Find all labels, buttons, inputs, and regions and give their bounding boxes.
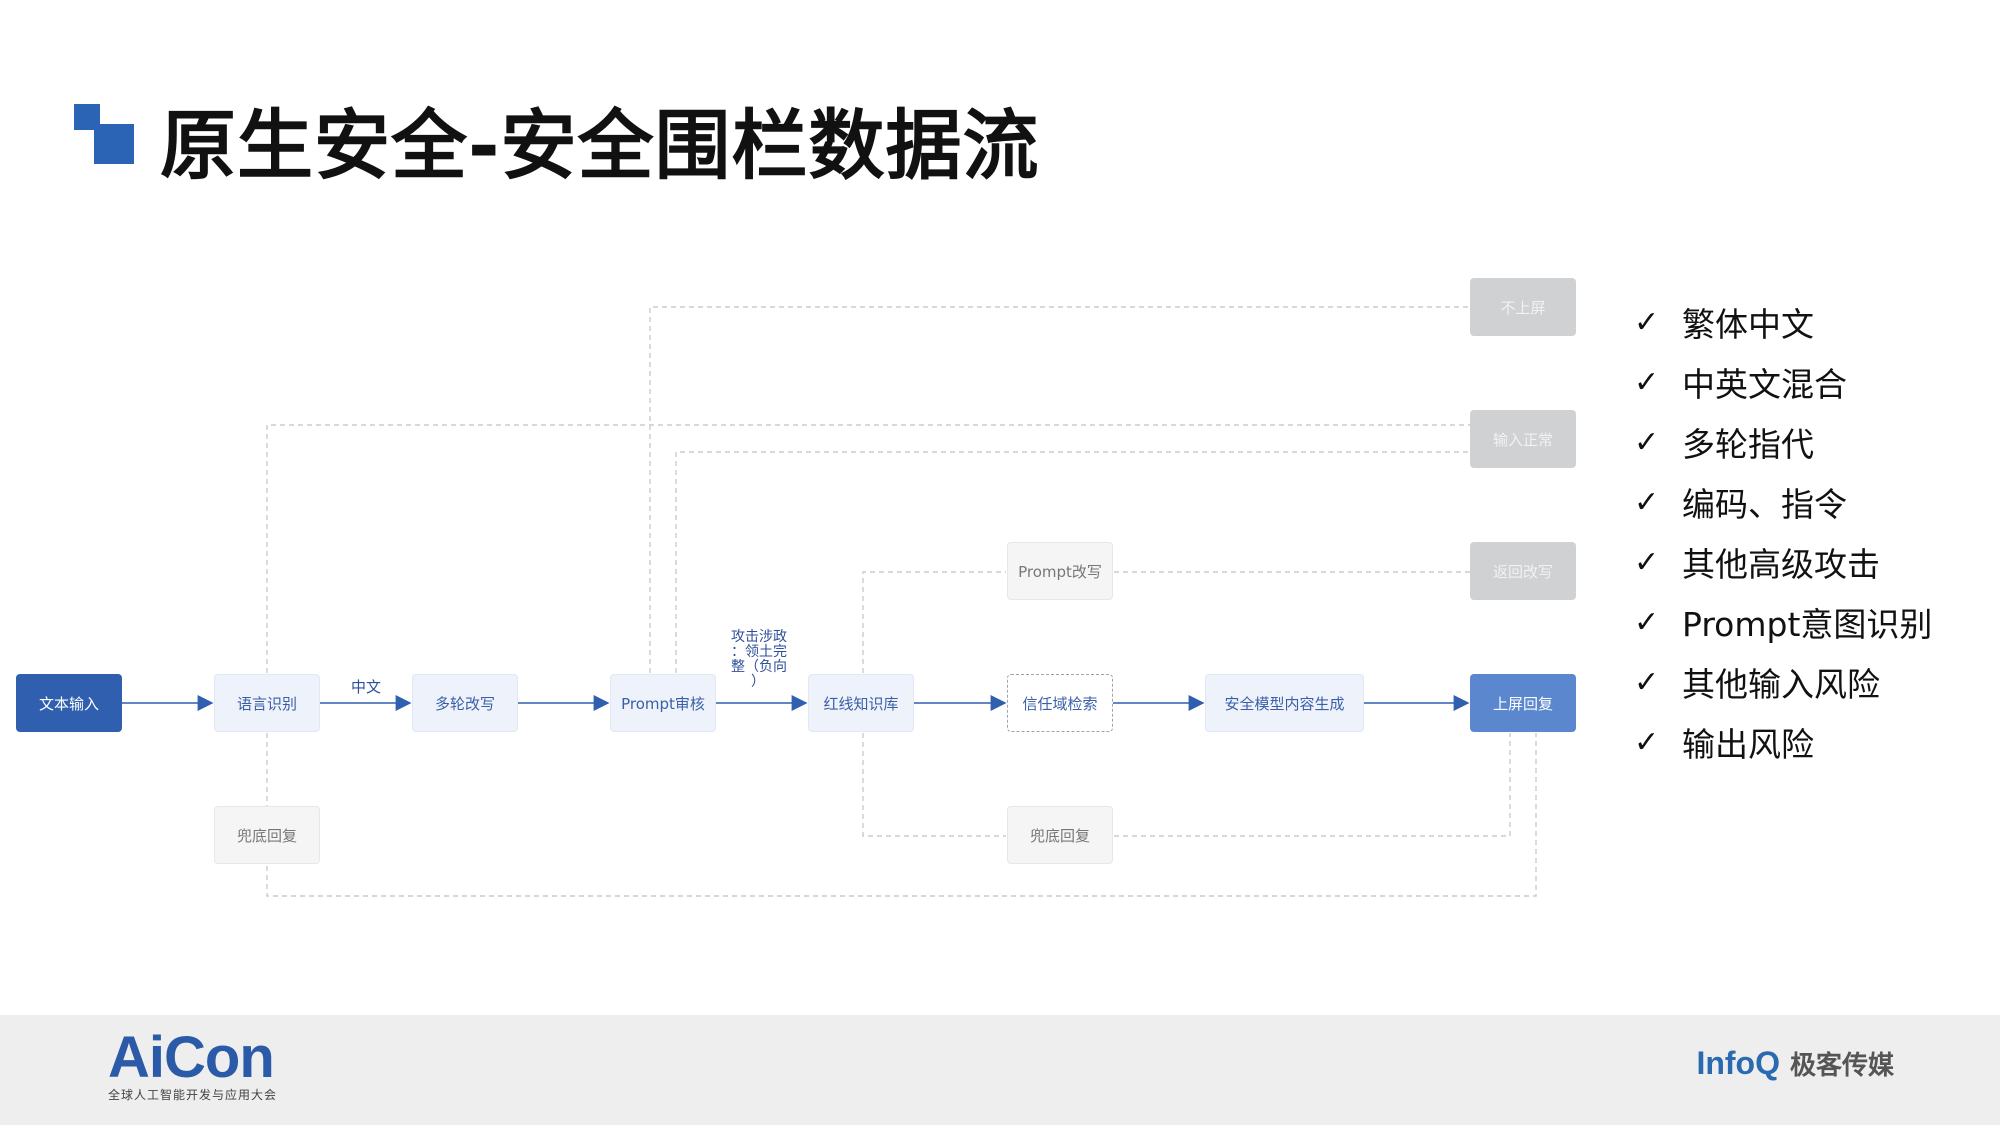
check-icon: ✓ (1634, 544, 1660, 580)
check-icon: ✓ (1634, 424, 1660, 460)
checklist-item: ✓ 其他输入风险 (1634, 652, 1932, 712)
node-fallback-reply-2: 兜底回复 (1007, 806, 1113, 864)
guardrail-flow-diagram: 文本输入 语言识别 多轮改写 Prompt审核 红线知识库 信任域检索 安全模型… (0, 260, 1600, 910)
checklist-item-label: 中英文混合 (1682, 365, 1847, 404)
page-title: 原生安全-安全围栏数据流 (160, 101, 1040, 190)
footer-bar (0, 1015, 2000, 1125)
node-prompt-review: Prompt审核 (610, 674, 716, 732)
node-safe-model-generation: 安全模型内容生成 (1205, 674, 1364, 732)
check-icon: ✓ (1634, 664, 1660, 700)
aicon-logo-text: AiCon (108, 1025, 275, 1090)
aicon-logo: AiCon 全球人工智能开发与应用大会 (108, 1028, 277, 1103)
checklist-item-label: Prompt意图识别 (1682, 605, 1933, 644)
check-icon: ✓ (1634, 604, 1660, 640)
checklist-item: ✓ Prompt意图识别 (1634, 592, 1932, 652)
title-logo-mark (74, 104, 134, 164)
edge-prompt-to-noscreen (649, 306, 1470, 673)
edge-label-attack-line4: ） (751, 674, 765, 690)
edge-redline-to-fallback2 (862, 733, 1006, 837)
edge-lang-to-inputnormal (266, 424, 1470, 673)
checklist-item-label: 其他高级攻击 (1682, 545, 1880, 584)
node-prompt-rewrite: Prompt改写 (1007, 542, 1113, 600)
node-redline-knowledge-base: 红线知识库 (808, 674, 914, 732)
risk-checklist: ✓ 繁体中文 ✓ 中英文混合 ✓ 多轮指代 ✓ 编码、指令 ✓ 其他高级攻击 ✓ Promp… (1634, 292, 1932, 772)
checklist-item-label: 多轮指代 (1682, 425, 1814, 464)
checklist-item-label: 输出风险 (1682, 725, 1814, 764)
edge-label-attack: 攻击涉政 ：领土完 整（负向 ） (731, 630, 795, 690)
edge-label-chinese: 中文 (351, 678, 382, 696)
node-no-screen: 不上屏 (1470, 278, 1576, 336)
check-icon: ✓ (1634, 724, 1660, 760)
node-language-detect: 语言识别 (214, 674, 320, 732)
edge-label-attack-line1: 攻击涉政 (731, 629, 787, 645)
checklist-item-label: 编码、指令 (1682, 485, 1847, 524)
checklist-item-label: 繁体中文 (1682, 305, 1814, 344)
infoq-cn-name: 极客传媒 (1789, 1051, 1894, 1081)
check-icon: ✓ (1634, 304, 1660, 340)
checklist-item: ✓ 编码、指令 (1634, 472, 1932, 532)
edge-bottom-loop (266, 733, 1537, 897)
node-screen-reply: 上屏回复 (1470, 674, 1576, 732)
edge-prompt-to-inputnormal (675, 451, 1470, 673)
checklist-item: ✓ 中英文混合 (1634, 352, 1932, 412)
edge-redline-to-promptrewrite (862, 571, 1006, 673)
checklist-item: ✓ 繁体中文 (1634, 292, 1932, 352)
checklist-item: ✓ 多轮指代 (1634, 412, 1932, 472)
node-text-input: 文本输入 (16, 674, 122, 732)
edge-label-attack-line2: ：领土完 (731, 644, 787, 660)
edge-fallback2-to-screen (1114, 733, 1511, 837)
node-input-normal: 输入正常 (1470, 410, 1576, 468)
infoq-brand: InfoQ (1696, 1045, 1780, 1081)
node-multi-turn-rewrite: 多轮改写 (412, 674, 518, 732)
checklist-item: ✓ 输出风险 (1634, 712, 1932, 772)
check-icon: ✓ (1634, 364, 1660, 400)
checklist-item: ✓ 其他高级攻击 (1634, 532, 1932, 592)
check-icon: ✓ (1634, 484, 1660, 520)
node-trusted-domain-search: 信任域检索 (1007, 674, 1113, 732)
title-mark-square-large (94, 124, 134, 164)
infoq-logo: InfoQ 极客传媒 (1696, 1045, 1894, 1082)
aicon-subtitle: 全球人工智能开发与应用大会 (108, 1088, 278, 1102)
node-return-rewrite: 返回改写 (1470, 542, 1576, 600)
checklist-item-label: 其他输入风险 (1682, 665, 1880, 704)
flow-connectors (122, 306, 1537, 897)
edge-label-attack-line3: 整（负向 (731, 659, 787, 675)
node-fallback-reply-1: 兜底回复 (214, 806, 320, 864)
